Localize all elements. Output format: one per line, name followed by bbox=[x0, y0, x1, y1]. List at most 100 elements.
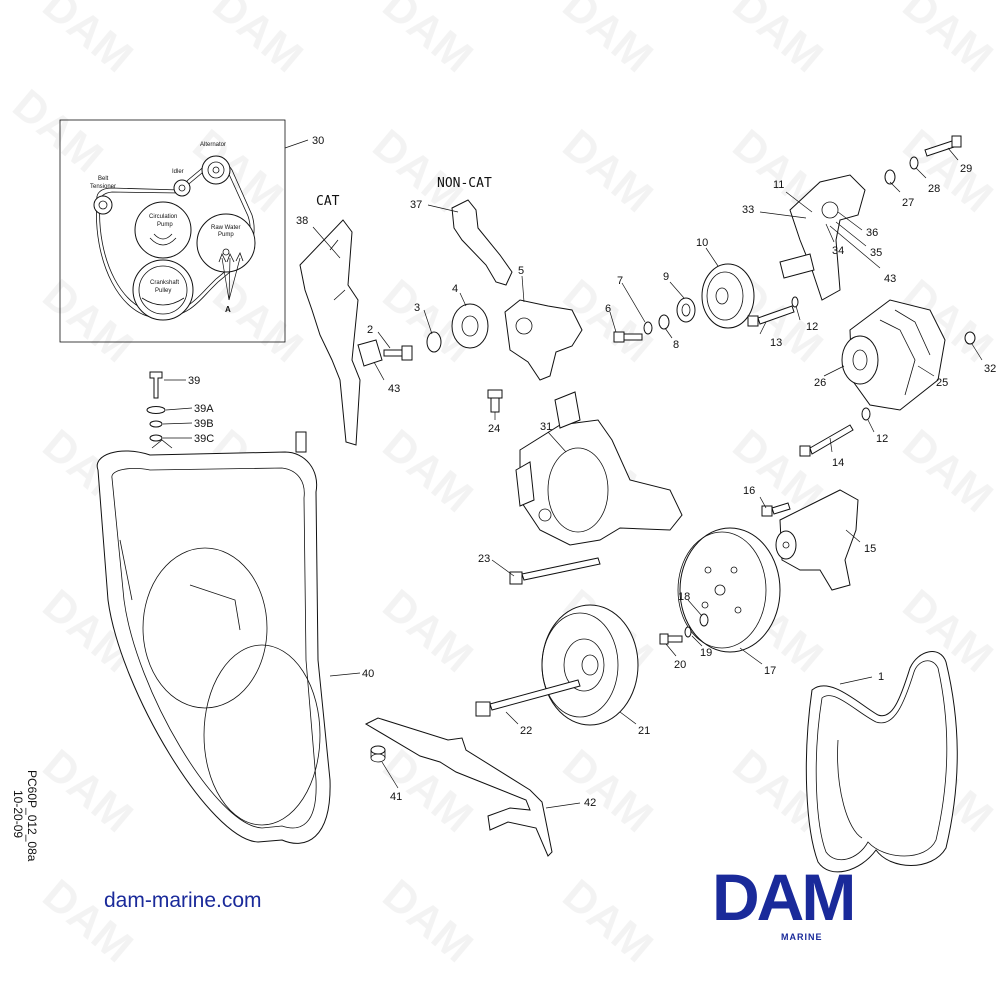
cover-fastener-stack bbox=[146, 371, 166, 442]
leader-30 bbox=[284, 139, 309, 149]
cover-lower-recess bbox=[203, 644, 321, 826]
callout-10: 10 bbox=[696, 237, 708, 249]
leader-41 bbox=[381, 761, 399, 789]
non-cat-label: NON-CAT bbox=[437, 176, 492, 191]
inset-alternator-hub bbox=[207, 161, 225, 179]
leader-lines bbox=[162, 139, 983, 809]
callout-43: 43 bbox=[884, 273, 896, 285]
callout-9: 9 bbox=[663, 271, 669, 283]
website-link[interactable]: dam-marine.com bbox=[104, 889, 262, 912]
inset-crankshaft-pulley bbox=[132, 259, 194, 321]
drawing-number: PC60P_012_08a bbox=[25, 770, 39, 862]
inset-raw-water-pump bbox=[196, 213, 256, 273]
tensioner-5-body bbox=[504, 299, 583, 381]
callout-36: 36 bbox=[866, 227, 878, 239]
callout-numbers: 30 1 2 3 4 5 6 7 8 9 10 11 12 12 13 14 1… bbox=[188, 135, 996, 809]
watermark: DAM bbox=[34, 0, 142, 82]
leader-2 bbox=[377, 331, 391, 349]
leader-1 bbox=[839, 676, 873, 685]
callout-42: 42 bbox=[584, 797, 596, 809]
tensioner-5-pivot bbox=[515, 317, 533, 335]
callout-4: 4 bbox=[452, 283, 458, 295]
bracket-11-spacer bbox=[779, 253, 815, 279]
inset-crankshaft-ring bbox=[138, 265, 188, 315]
inset-circulation-arc2 bbox=[153, 233, 173, 240]
leader-15 bbox=[845, 529, 861, 543]
watermark: DAM bbox=[374, 0, 482, 82]
pulley-17-hole bbox=[734, 606, 742, 614]
bolt-23 bbox=[509, 557, 601, 585]
inset-label-raw-water-pump: Raw Water bbox=[211, 225, 240, 231]
inset-label-crankshaft-pulley: Crankshaft bbox=[150, 280, 179, 286]
spacer-41 bbox=[370, 745, 386, 763]
leader-35 bbox=[835, 221, 867, 247]
belt-1-outer bbox=[805, 651, 958, 873]
crank-pulley-21-face bbox=[541, 612, 619, 718]
pulley-17-rim bbox=[679, 527, 781, 653]
inset-label-idler: Idler bbox=[172, 169, 184, 175]
leader-33 bbox=[759, 211, 807, 219]
inset-label-belt-tensioner: Belt bbox=[98, 176, 109, 182]
idler-pulley-4 bbox=[451, 303, 489, 349]
water-pump-31-cover bbox=[547, 447, 609, 533]
inset-idler-pulley bbox=[173, 179, 191, 197]
leader-20 bbox=[665, 643, 677, 657]
callout-15: 15 bbox=[864, 543, 876, 555]
raw-water-pump-15-hub bbox=[775, 530, 797, 560]
bracket-bolt-29 bbox=[884, 135, 962, 185]
inset-alternator-pulley bbox=[201, 155, 231, 185]
callout-20: 20 bbox=[674, 659, 686, 671]
bracket-11-boss bbox=[821, 201, 839, 219]
leader-14 bbox=[829, 437, 833, 453]
cover-upper-recess bbox=[142, 547, 268, 709]
leader-11 bbox=[785, 191, 813, 213]
alternator-bracket-11 bbox=[779, 174, 866, 301]
cover-outer bbox=[96, 450, 331, 844]
bolt-13 bbox=[747, 305, 795, 327]
inset-label-circulation-pump: Circulation bbox=[149, 214, 177, 220]
leader-22 bbox=[505, 711, 519, 725]
bolt-14-shank bbox=[809, 424, 854, 455]
bracket-43-left bbox=[357, 339, 383, 367]
watermark: DAM bbox=[184, 120, 292, 222]
leader-36 bbox=[837, 211, 863, 231]
leader-31 bbox=[547, 431, 567, 453]
pulley-17-hole bbox=[730, 566, 738, 574]
pulley-10-hub bbox=[715, 287, 729, 305]
watermark: DAM bbox=[554, 870, 662, 972]
washer-39b bbox=[149, 420, 163, 428]
belt-1-loop bbox=[837, 739, 863, 839]
leader-39b bbox=[162, 422, 193, 425]
callout-13: 13 bbox=[770, 337, 782, 349]
idler-hardware bbox=[613, 297, 696, 343]
pulley-4-outer bbox=[451, 303, 489, 349]
washer-8 bbox=[658, 314, 670, 330]
water-pump-31-outlet bbox=[554, 391, 581, 429]
water-pump-31-inlet bbox=[515, 461, 535, 507]
callout-6: 6 bbox=[605, 303, 611, 315]
cover-inner-rim bbox=[111, 467, 317, 829]
serpentine-belt-1 bbox=[805, 651, 958, 873]
washer-18 bbox=[699, 613, 709, 627]
callout-35: 35 bbox=[870, 247, 882, 259]
pulley-17-face bbox=[677, 531, 767, 649]
bracket-38-body bbox=[299, 219, 361, 446]
watermark: DAM bbox=[374, 580, 482, 682]
inset-circulation-pump bbox=[134, 201, 192, 259]
bracket-42 bbox=[364, 717, 553, 857]
callout-19: 19 bbox=[700, 647, 712, 659]
inset-tensioner-center bbox=[98, 200, 108, 210]
leader-9 bbox=[669, 281, 685, 299]
nut-32 bbox=[964, 331, 976, 345]
bolt-29-head bbox=[951, 135, 962, 148]
bolt-23-head bbox=[509, 571, 523, 585]
drawing-date: 10-20-09 bbox=[11, 790, 25, 838]
pulley-17 bbox=[677, 527, 781, 653]
leader-19 bbox=[691, 635, 703, 647]
callout-22: 22 bbox=[520, 725, 532, 737]
bolt-16-head bbox=[761, 505, 773, 517]
leader-25 bbox=[917, 365, 935, 377]
callout-21: 21 bbox=[638, 725, 650, 737]
inset-label-belt-tensioner: Tensioner bbox=[90, 184, 116, 190]
callout-26: 26 bbox=[814, 377, 826, 389]
